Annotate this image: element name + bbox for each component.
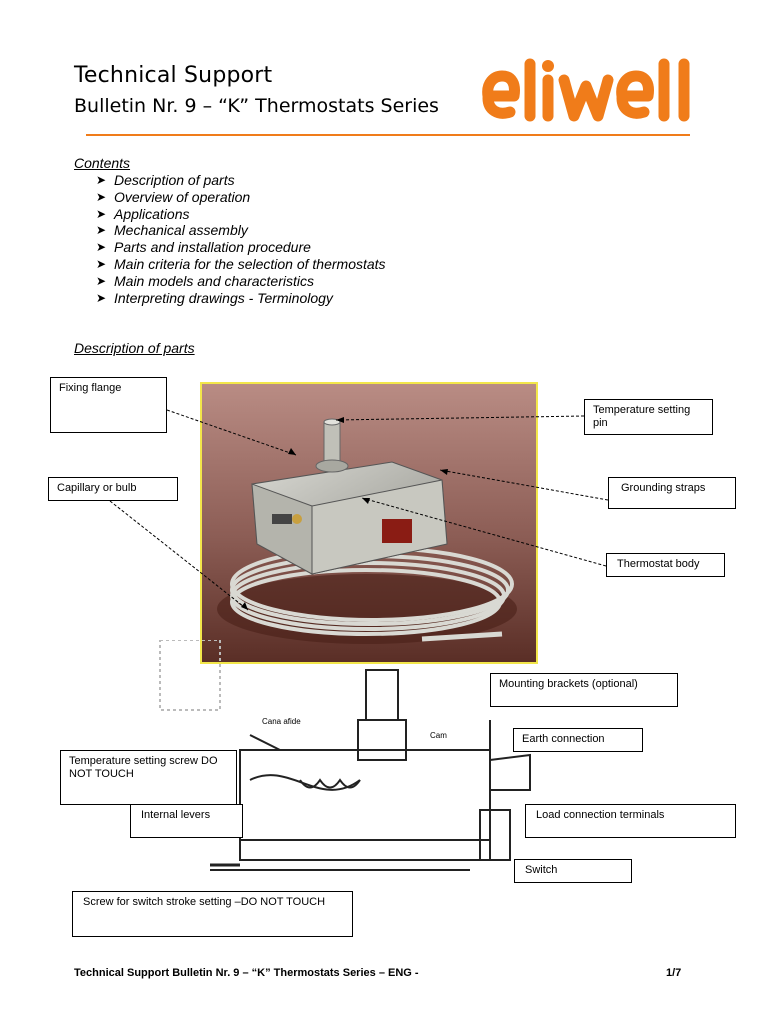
arrow-bullet-icon: ➤: [96, 173, 107, 187]
footer-text: Technical Support Bulletin Nr. 9 – “K” T…: [74, 967, 419, 979]
arrow-bullet-icon: ➤: [96, 273, 107, 288]
list-item: ➤Parts and installation procedure: [96, 239, 311, 256]
list-item: ➤Mechanical assembly: [96, 222, 248, 239]
contents-list: ➤Description of parts ➤Overview of opera…: [96, 172, 386, 306]
label-earth: Earth connection: [513, 728, 643, 752]
label-levers: Internal levers: [130, 804, 243, 838]
label-brackets: Mounting brackets (optional): [490, 673, 678, 707]
list-item: ➤Overview of operation: [96, 188, 251, 205]
thermostat-photo: [200, 382, 538, 664]
list-item: ➤Main models and characteristics: [96, 272, 314, 289]
arrow-bullet-icon: ➤: [96, 290, 107, 305]
arrow-bullet-icon: ➤: [96, 189, 107, 204]
arrow-bullet-icon: ➤: [96, 223, 107, 238]
label-grounding: Grounding straps: [608, 477, 736, 509]
label-load: Load connection terminals: [525, 804, 736, 838]
label-switch: Switch: [514, 859, 632, 883]
arrow-bullet-icon: ➤: [96, 240, 107, 255]
document-subtitle: Bulletin Nr. 9 – “K” Thermostats Series: [74, 95, 439, 117]
logo-text: eliwell: [480, 58, 484, 59]
list-item: ➤Interpreting drawings - Terminology: [96, 289, 333, 306]
list-item: ➤Applications: [96, 205, 190, 222]
header-rule: [86, 134, 690, 136]
drawing-label-cam-b: Cam: [430, 731, 447, 740]
label-stroke-screw: Screw for switch stroke setting –DO NOT …: [72, 891, 353, 937]
page-number: 1/7: [666, 967, 682, 979]
label-temp-screw: Temperature setting screw DO NOT TOUCH: [60, 750, 237, 805]
contents-heading: Contents: [74, 155, 131, 171]
description-heading: Description of parts: [74, 340, 195, 356]
list-item: ➤Main criteria for the selection of ther…: [96, 255, 386, 272]
label-fixing-flange: Fixing flange: [50, 377, 167, 433]
label-temp-pin: Temperature setting pin: [584, 399, 713, 435]
eliwell-logo: eliwell: [480, 58, 690, 122]
label-capillary: Capillary or bulb: [48, 477, 178, 501]
arrow-bullet-icon: ➤: [96, 206, 107, 221]
list-item: ➤Description of parts: [96, 172, 235, 188]
arrow-bullet-icon: ➤: [96, 256, 107, 271]
drawing-label-cam-a: Cana afide: [262, 717, 301, 726]
label-body: Thermostat body: [606, 553, 725, 577]
document-title: Technical Support: [74, 63, 273, 88]
